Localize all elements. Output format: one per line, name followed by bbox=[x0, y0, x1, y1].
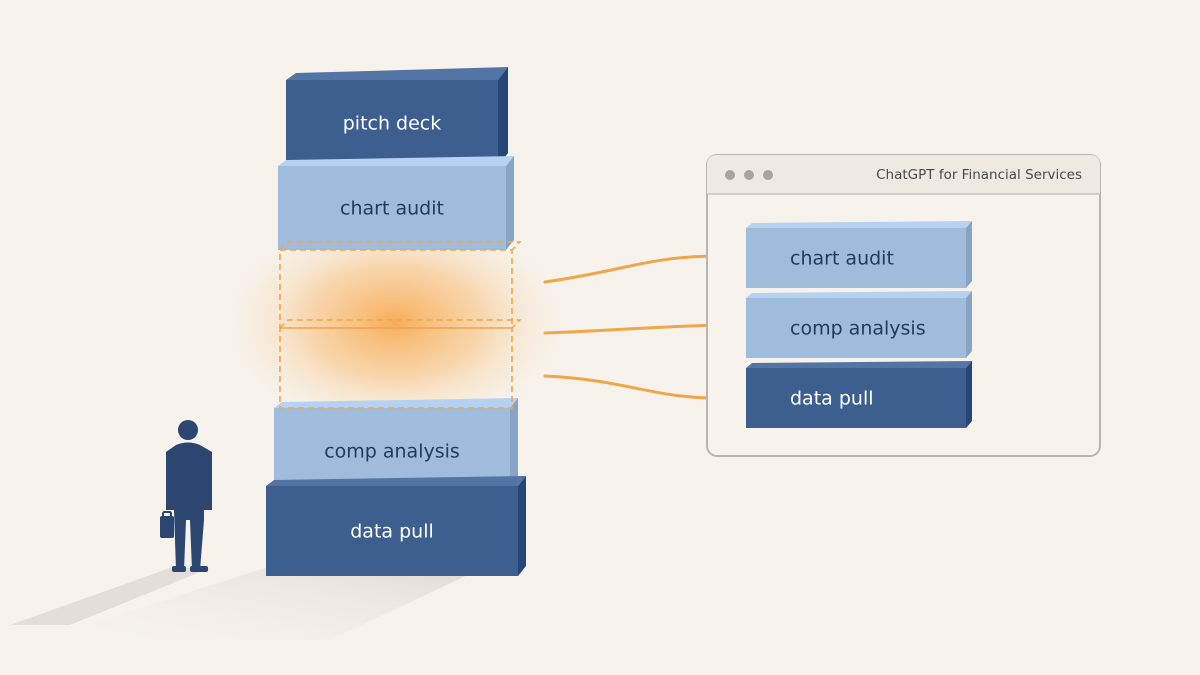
window-title: ChatGPT for Financial Services bbox=[876, 167, 1082, 183]
window-dot-icon bbox=[744, 170, 754, 180]
block-front-face bbox=[286, 80, 498, 166]
block-label: comp analysis bbox=[790, 318, 926, 340]
block-data-pull: data pull bbox=[746, 361, 972, 428]
block-label: pitch deck bbox=[343, 113, 442, 135]
window-dot-icons bbox=[725, 170, 773, 180]
briefcase-icon bbox=[160, 511, 174, 538]
removed-slot bbox=[279, 319, 522, 409]
block-label: data pull bbox=[350, 521, 434, 543]
block-side-face bbox=[518, 476, 526, 576]
block-label: chart audit bbox=[790, 248, 894, 270]
block-side-face bbox=[510, 398, 518, 494]
block-top-face bbox=[278, 156, 514, 166]
block-chart-audit: chart audit bbox=[278, 156, 514, 250]
block-top-face bbox=[274, 398, 518, 408]
block-label: comp analysis bbox=[324, 441, 460, 463]
block-side-face bbox=[966, 361, 972, 428]
block-front-face bbox=[278, 166, 506, 250]
block-side-face bbox=[966, 291, 972, 358]
highlight-glow bbox=[210, 202, 580, 442]
block-top-face bbox=[286, 67, 508, 80]
block-front-face bbox=[746, 228, 966, 288]
block-top-face bbox=[266, 476, 526, 486]
block-label: data pull bbox=[790, 388, 874, 410]
businessman-figure bbox=[160, 420, 212, 572]
window-dot-icon bbox=[725, 170, 735, 180]
task-tower: pitch deck chart audit comp analysis data p… bbox=[266, 67, 526, 576]
removed-task-slots bbox=[279, 241, 522, 409]
block-chart-audit: chart audit bbox=[746, 221, 972, 288]
block-front-face bbox=[266, 486, 518, 576]
block-side-face bbox=[506, 156, 514, 250]
window-dot-icon bbox=[763, 170, 773, 180]
arrow-icon bbox=[543, 374, 728, 398]
arrow-icon bbox=[543, 325, 728, 335]
block-top-face bbox=[746, 291, 972, 298]
block-data-pull: data pull bbox=[266, 476, 526, 576]
arrow-icon bbox=[543, 256, 728, 284]
block-top-face bbox=[746, 361, 972, 368]
block-front-face bbox=[746, 368, 966, 428]
arrows bbox=[543, 256, 728, 398]
block-top-face bbox=[746, 221, 972, 228]
block-pitch-deck: pitch deck bbox=[286, 67, 508, 166]
browser-window: ChatGPT for Financial Services chart aud… bbox=[706, 154, 1101, 457]
block-side-face bbox=[966, 221, 972, 288]
block-side-face bbox=[498, 67, 508, 166]
window-task-stack: chart audit comp analysis data pull bbox=[746, 221, 972, 428]
block-label: chart audit bbox=[340, 198, 444, 220]
block-front-face bbox=[746, 298, 966, 358]
block-comp-analysis: comp analysis bbox=[746, 291, 972, 358]
